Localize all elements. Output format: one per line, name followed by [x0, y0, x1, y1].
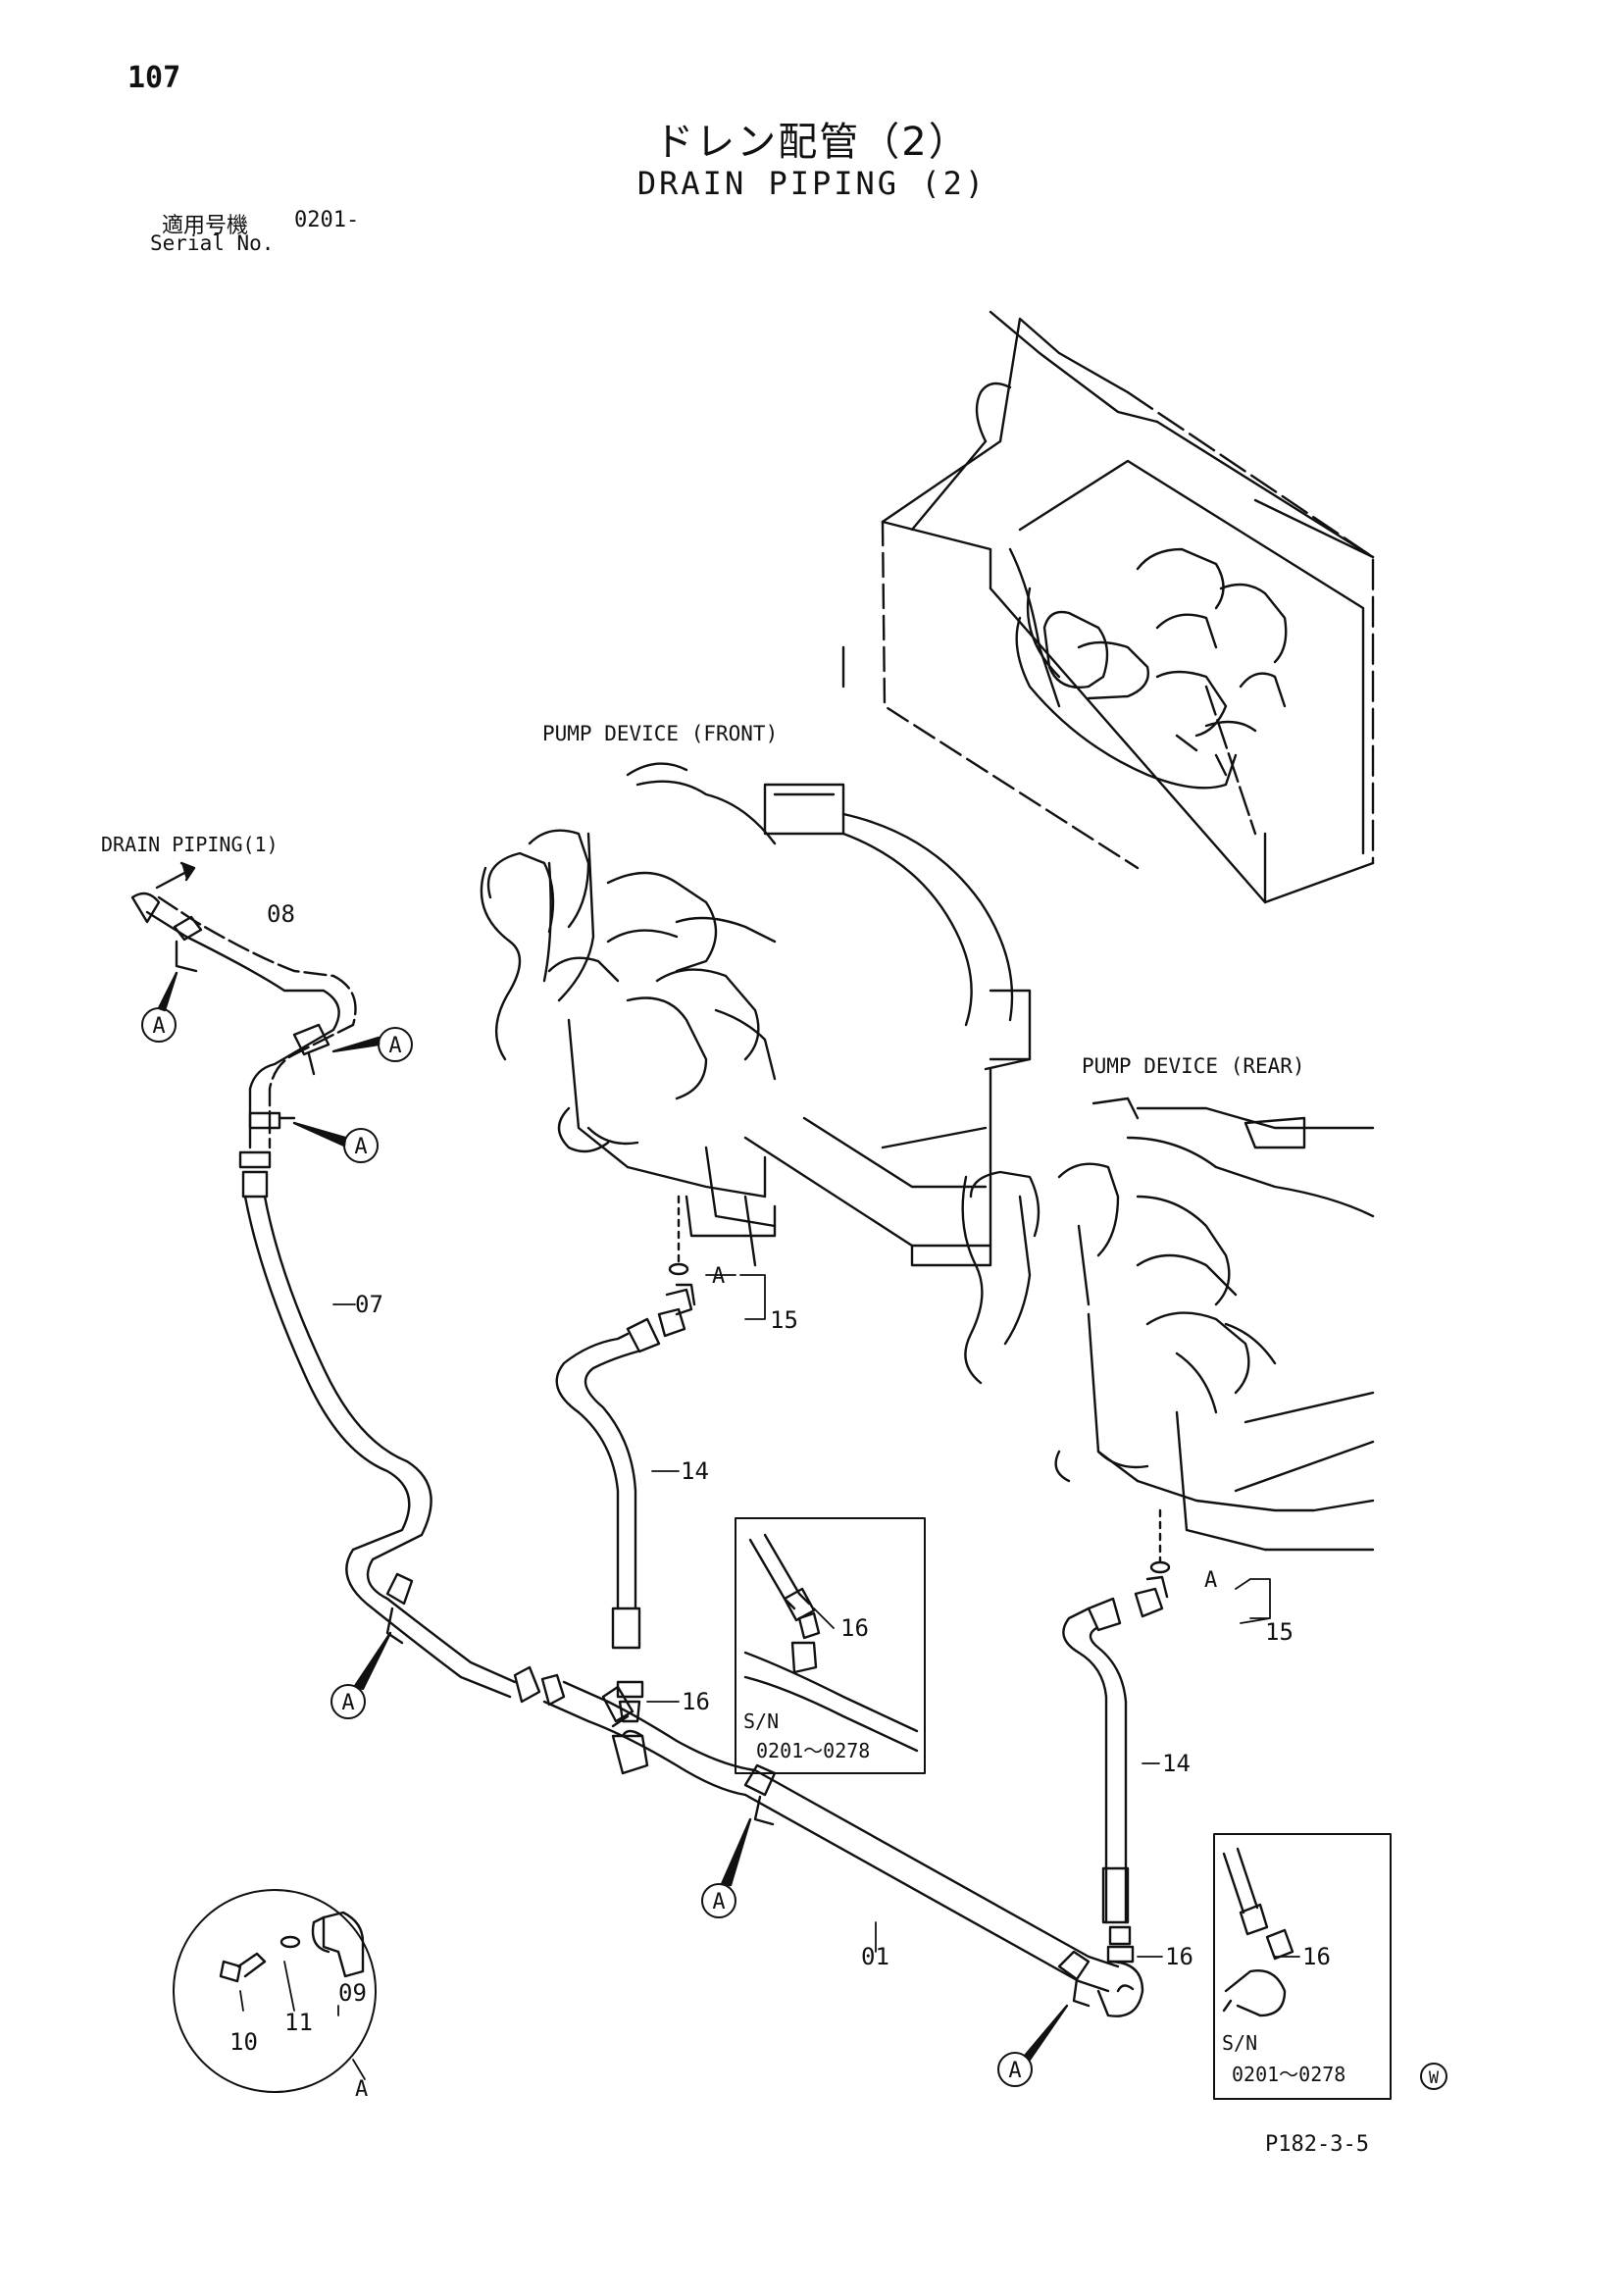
pump-device-front: [480, 762, 1032, 1267]
inset2-part-16: 16: [1302, 1943, 1331, 1970]
callout-a-2[interactable]: [331, 1027, 413, 1062]
label-drain-piping-1: DRAIN PIPING(1): [101, 833, 279, 856]
leader-lines: [239, 1274, 1300, 2080]
title-japanese: ドレン配管（2）: [654, 120, 970, 165]
pump-device-rear: [961, 1097, 1375, 1552]
callout-a-6[interactable]: [997, 2004, 1069, 2087]
part-07: 07: [355, 1291, 383, 1318]
page-code: P182-3-5: [1265, 2132, 1369, 2157]
callout-a-1[interactable]: [141, 971, 178, 1043]
callout-a-markers[interactable]: [141, 971, 1069, 2087]
part-09: 09: [338, 1979, 367, 2007]
fitting-16-center: [616, 1680, 1135, 1964]
hose-14-front: [555, 1195, 696, 1650]
callout-a-4[interactable]: [330, 1631, 392, 1719]
part-16-center: 16: [682, 1688, 710, 1715]
callout-a-3[interactable]: [292, 1121, 379, 1163]
part-14-front: 14: [681, 1457, 709, 1485]
detail-a-label: A: [355, 2077, 368, 2102]
part-10: 10: [229, 2028, 258, 2056]
drain-piping-arrow: [155, 861, 196, 890]
fitting-a-front: A: [712, 1264, 725, 1289]
hose-14-rear: [1062, 1508, 1171, 1924]
serial-label-japanese: 適用号機: [162, 214, 249, 238]
serial-range: 0201-: [294, 208, 360, 232]
pipe-01: [542, 1680, 1144, 2017]
page-number: 107: [127, 61, 181, 95]
inset2-sn-range: 0201～0278: [1232, 2063, 1345, 2086]
inset1-sn-range: 0201～0278: [756, 1739, 870, 1762]
w-mark: W: [1420, 2063, 1447, 2090]
pipe-07: [238, 1150, 566, 1707]
part-01: 01: [861, 1943, 889, 1970]
part-11: 11: [284, 2009, 313, 2036]
serial-label-english: Serial No.: [150, 231, 275, 255]
inset1-part-16: 16: [840, 1614, 869, 1642]
part-14-rear: 14: [1162, 1750, 1191, 1777]
callout-a-6-letter: A: [1008, 2059, 1021, 2083]
inset-box-1: [735, 1517, 926, 1774]
machine-frame: [841, 310, 1375, 904]
inset1-sn-label: S/N: [743, 1709, 779, 1733]
svg-text:W: W: [1429, 2068, 1440, 2088]
callout-a-5[interactable]: [701, 1817, 752, 1918]
inset-box-2: [1213, 1833, 1392, 2100]
fitting-a-rear: A: [1204, 1568, 1217, 1593]
title-english: DRAIN PIPING (2): [636, 165, 988, 202]
callout-a-2-letter: A: [388, 1034, 401, 1058]
label-pump-front: PUMP DEVICE (FRONT): [542, 722, 778, 745]
label-pump-rear: PUMP DEVICE (REAR): [1082, 1054, 1305, 1078]
part-15-rear: 15: [1265, 1618, 1294, 1646]
diagram-labels: PUMP DEVICE (FRONT) PUMP DEVICE (REAR) D…: [101, 722, 1345, 2102]
callout-a-5-letter: A: [712, 1890, 725, 1914]
detail-a-circle: [173, 1889, 377, 2093]
part-08: 08: [267, 900, 295, 928]
callout-a-4-letter: A: [341, 1691, 354, 1715]
inset2-sn-label: S/N: [1222, 2031, 1257, 2055]
part-15-front: 15: [770, 1306, 798, 1334]
callout-a-3-letter: A: [354, 1135, 367, 1159]
pipe-08: [130, 892, 357, 1149]
callout-a-1-letter: A: [152, 1014, 165, 1039]
part-16-rear: 16: [1165, 1943, 1193, 1970]
